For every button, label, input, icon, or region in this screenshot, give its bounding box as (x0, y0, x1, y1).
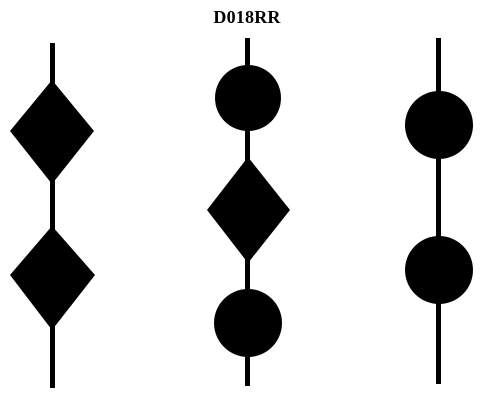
right-circle-top (405, 91, 473, 159)
column-right (405, 38, 473, 384)
left-diamond-1 (10, 80, 94, 184)
diagram-title: D018RR (213, 7, 281, 27)
right-circle-bottom (405, 236, 473, 304)
column-middle (207, 38, 290, 386)
left-diamond-2 (10, 226, 95, 330)
column-left (10, 43, 95, 388)
middle-circle-top (215, 65, 281, 131)
column-right-line (436, 38, 441, 384)
column-left-line (50, 43, 55, 388)
middle-diamond (207, 157, 290, 263)
middle-circle-bottom (214, 289, 282, 357)
